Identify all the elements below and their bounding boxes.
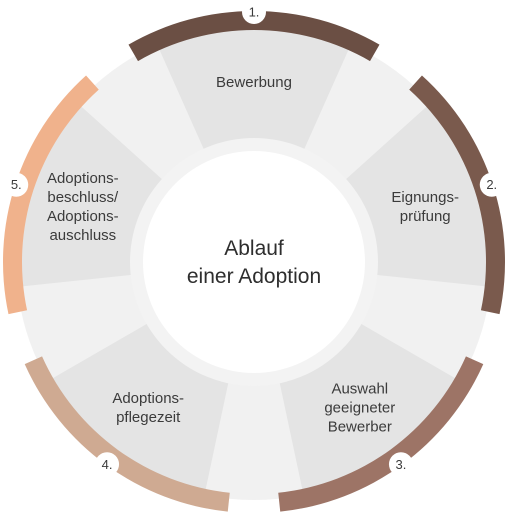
step-number-1: 1. (249, 5, 260, 20)
step-segment-5 (16, 102, 164, 287)
step-number-badge-2 (479, 172, 504, 197)
step-label-line: Adoptions- (47, 170, 119, 187)
step-segment-2 (344, 102, 492, 287)
step-label-line: Bewerber (328, 419, 392, 436)
step-label-line: Auswahl (331, 381, 388, 398)
step-label-line: prüfung (400, 208, 451, 225)
step-label-line: Eignungs- (391, 189, 459, 206)
step-number-badge-3 (388, 452, 413, 477)
step-number-badge-5 (4, 172, 29, 197)
segment-layer (16, 23, 492, 495)
step-segment-3 (279, 323, 461, 495)
step-label-line: Adoptions- (47, 208, 119, 225)
center-title-line: Ablauf (224, 237, 284, 260)
step-number-4: 4. (102, 457, 113, 472)
step-number-3: 3. (396, 457, 407, 472)
step-segment-4 (47, 323, 229, 495)
step-number-2: 2. (486, 177, 497, 192)
step-label-5: Adoptions-beschluss/Adoptions-auschluss (47, 170, 119, 244)
step-label-line: Bewerbung (216, 74, 292, 91)
step-arc-3 (278, 356, 484, 512)
step-arc-1 (128, 10, 380, 62)
step-number-badge-4 (95, 452, 120, 477)
center-title-line: einer Adoption (187, 265, 321, 288)
step-label-line: Adoptions- (112, 390, 184, 407)
step-label-line: auschluss (49, 227, 116, 244)
center-title: Ablauf einer Adoption (187, 237, 321, 288)
step-label-2: Eignungs-prüfung (391, 189, 459, 225)
step-segment-1 (157, 23, 351, 151)
step-label-4: Adoptions-pflegezeit (112, 390, 184, 426)
number-layer: 1. 2. 3. 4. 5. (4, 0, 504, 477)
center-circle (143, 151, 365, 373)
step-label-line: beschluss/ (47, 189, 119, 206)
step-label-line: geeigneter (324, 400, 395, 417)
step-number-badge-1 (242, 0, 266, 24)
step-label-line: pflegezeit (116, 409, 181, 426)
step-arc-4 (24, 356, 230, 512)
step-number-5: 5. (11, 177, 22, 192)
step-label-1: Bewerbung (216, 74, 292, 91)
